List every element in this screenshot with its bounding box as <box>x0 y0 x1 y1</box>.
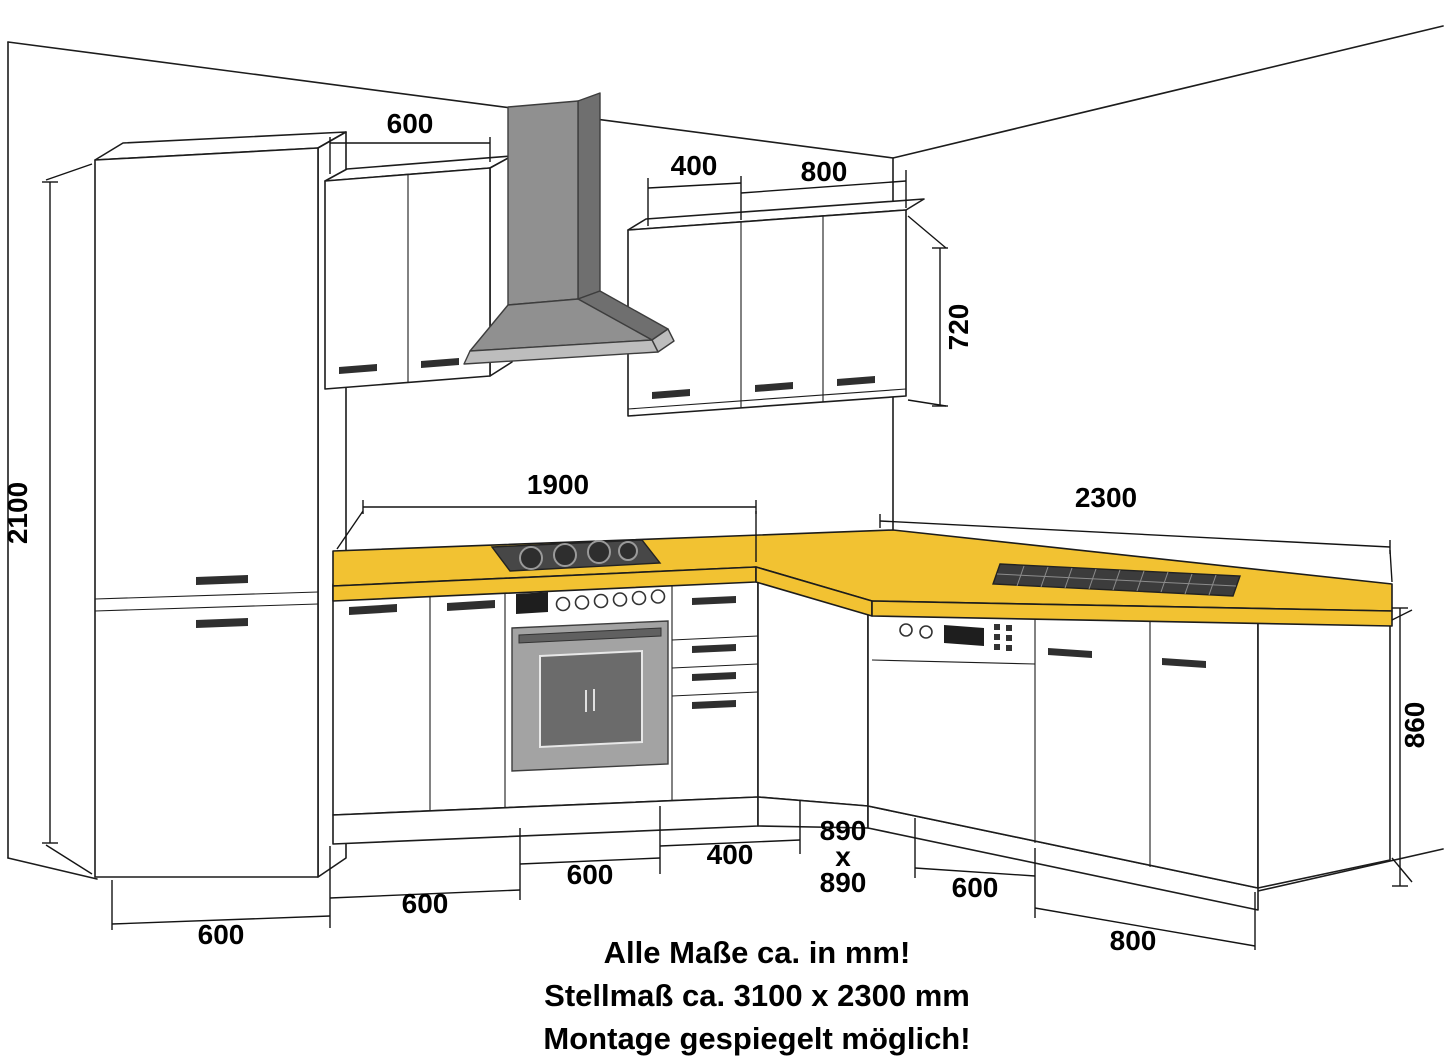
dim-label-top-600: 600 <box>387 108 434 139</box>
oven-display <box>516 592 548 614</box>
oven-knob <box>612 592 628 607</box>
drawer-handle <box>692 672 736 681</box>
door-handle <box>196 618 248 628</box>
countertop-edge-right <box>871 600 1393 627</box>
dim-label-2300: 2300 <box>1075 482 1137 513</box>
drawer-handle <box>692 596 736 605</box>
dim-label-720: 720 <box>943 304 974 351</box>
oven-knob <box>650 589 666 604</box>
door-handle <box>447 600 495 611</box>
dim-label-860: 860 <box>1399 702 1430 749</box>
door-handle <box>837 376 875 386</box>
dim-label-floor-600-1: 600 <box>198 919 245 950</box>
range-hood <box>463 92 675 365</box>
appliance-display <box>944 625 984 646</box>
dimension-labels: 600 400 800 720 2100 1900 2300 860 600 6… <box>2 108 1430 956</box>
drawer-unit <box>671 596 759 709</box>
base-run-right-end-panel <box>1257 613 1391 889</box>
burner <box>587 540 611 564</box>
sink-drainer-grid <box>996 565 1237 596</box>
dim-label-floor-800: 800 <box>1110 925 1157 956</box>
door-handle <box>755 382 793 392</box>
note-mirrored: Montage gespiegelt möglich! <box>543 1021 970 1056</box>
oven <box>511 589 669 772</box>
wall-cabinets-right <box>627 198 925 417</box>
dimension-lines <box>42 137 1413 950</box>
burner <box>618 541 638 561</box>
door-handle <box>349 604 397 615</box>
hood-chimney-side <box>577 92 601 300</box>
hood-rim-front <box>463 339 659 365</box>
dim-label-floor-400: 400 <box>707 839 754 870</box>
cooktop <box>490 539 662 572</box>
sink <box>992 563 1241 597</box>
oven-knob <box>574 595 590 610</box>
oven-knob <box>593 593 609 609</box>
door-handle <box>1162 658 1206 668</box>
appliance-button-grid <box>994 624 1012 651</box>
dim-label-floor-600-4: 600 <box>952 872 999 903</box>
burner <box>519 546 543 570</box>
door-handle <box>652 389 690 399</box>
dim-label-1900: 1900 <box>527 469 589 500</box>
dim-label-floor-600-2: 600 <box>402 888 449 919</box>
base-run-right <box>867 611 1391 911</box>
oven-vent-icon <box>585 689 595 712</box>
door-handle <box>339 364 377 374</box>
dim-label-2100: 2100 <box>2 482 33 544</box>
note-units: Alle Maße ca. in mm! <box>604 935 911 970</box>
dim-label-corner-x: x <box>835 841 851 872</box>
door-handle <box>421 358 459 368</box>
note-footprint: Stellmaß ca. 3100 x 2300 mm <box>544 978 970 1013</box>
burner <box>553 543 577 567</box>
oven-window <box>539 649 643 749</box>
drawer-handle <box>692 644 736 653</box>
dim-label-corner-890-w: 890 <box>820 815 867 846</box>
drawer-handle <box>692 700 736 709</box>
door-handle <box>196 575 248 585</box>
door-handle <box>1048 648 1092 658</box>
dim-label-800: 800 <box>801 156 848 187</box>
dim-label-corner-890-d: 890 <box>820 867 867 898</box>
dim-label-floor-600-3: 600 <box>567 859 614 890</box>
dim-label-400: 400 <box>671 150 718 181</box>
oven-door-handle <box>518 627 662 644</box>
oven-knob <box>631 590 647 606</box>
hood-chimney-front <box>507 100 579 306</box>
wall-cabinet-left <box>324 155 513 390</box>
appliance-knob <box>919 625 933 639</box>
tall-cabinet <box>94 131 347 878</box>
appliance-knob <box>899 623 913 637</box>
notes: Alle Maße ca. in mm! Stellmaß ca. 3100 x… <box>543 935 970 1056</box>
tall-cabinet-front <box>94 147 319 878</box>
oven-knob <box>555 596 571 612</box>
